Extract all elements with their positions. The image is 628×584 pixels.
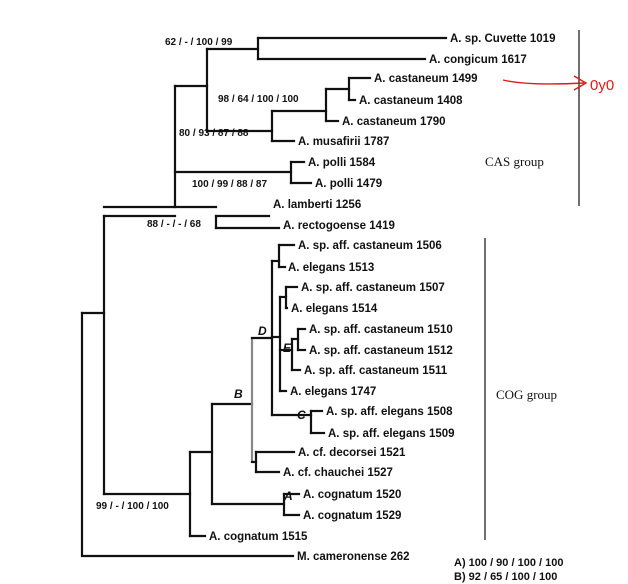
taxon-label: A. musafirii 1787	[298, 136, 389, 148]
taxon-label: A. castaneum 1790	[342, 116, 446, 128]
taxon-label: A. sp. aff. elegans 1509	[328, 428, 455, 440]
node-label-e: E	[283, 341, 292, 355]
taxon-label: A. rectogoense 1419	[283, 220, 395, 232]
support-values: 62 / - / 100 / 99 98 / 64 / 100 / 100 80…	[96, 37, 299, 512]
red-arrow-line	[502, 79, 585, 85]
taxon-label: A. cognatum 1520	[303, 489, 401, 501]
taxon-label: A. cognatum 1529	[303, 510, 401, 522]
taxon-label: A. congicum 1617	[429, 54, 527, 66]
taxon-label: A. cognatum 1515	[209, 531, 308, 543]
node-label-c: C	[297, 408, 306, 422]
tip-labels: A. sp. Cuvette 1019 A. congicum 1617 A. …	[209, 33, 555, 563]
node-label-a: A	[283, 489, 293, 503]
taxon-label: A. sp. aff. castaneum 1506	[298, 240, 442, 252]
taxon-label: A. sp. aff. castaneum 1511	[304, 365, 448, 377]
taxon-label: A. elegans 1513	[288, 262, 374, 274]
handwritten-note: 0y0	[590, 77, 614, 94]
cas-group-label: CAS group	[485, 154, 544, 169]
node-label-d: D	[258, 324, 267, 338]
taxon-label: A. cf. decorsei 1521	[298, 447, 406, 459]
support-value: 88 / - / - / 68	[147, 219, 201, 230]
node-label-b: B	[234, 387, 243, 401]
taxon-label: A. castaneum 1408	[359, 95, 463, 107]
taxon-label: A. sp. aff. castaneum 1510	[309, 324, 453, 336]
legend-line-a: A) 100 / 90 / 100 / 100	[454, 557, 563, 569]
support-value: 100 / 99 / 88 / 87	[192, 179, 267, 190]
taxon-label: A. sp. aff. elegans 1508	[326, 406, 453, 418]
legend: A) 100 / 90 / 100 / 100 B) 92 / 65 / 100…	[454, 557, 563, 583]
group-brackets: CAS group COG group	[484, 30, 580, 540]
support-value: 80 / 93 / 87 / 88	[179, 128, 249, 139]
support-value: 98 / 64 / 100 / 100	[218, 94, 299, 105]
taxon-label: M. cameronense 262	[297, 551, 410, 563]
taxon-label: A. polli 1584	[308, 157, 376, 169]
taxon-label: A. polli 1479	[315, 178, 382, 190]
taxon-label: A. castaneum 1499	[374, 73, 478, 85]
taxon-label: A. elegans 1514	[291, 303, 378, 315]
support-value: 99 / - / 100 / 100	[96, 501, 169, 512]
taxon-label: A. cf. chauchei 1527	[283, 467, 393, 479]
node-labels: A B C D E	[234, 324, 306, 503]
cog-group-label: COG group	[496, 387, 557, 402]
red-annotation: 0y0	[502, 75, 614, 94]
taxon-label: A. elegans 1747	[290, 386, 376, 398]
tree-branches	[80, 36, 448, 558]
taxon-label: A. sp. aff. castaneum 1507	[301, 282, 445, 294]
taxon-label: A. sp. aff. castaneum 1512	[309, 345, 453, 357]
taxon-label: A. sp. Cuvette 1019	[450, 33, 555, 45]
taxon-label: A. lamberti 1256	[273, 199, 361, 211]
red-arrow-head	[573, 75, 588, 91]
legend-line-b: B) 92 / 65 / 100 / 100	[454, 571, 557, 583]
support-value: 62 / - / 100 / 99	[165, 37, 233, 48]
